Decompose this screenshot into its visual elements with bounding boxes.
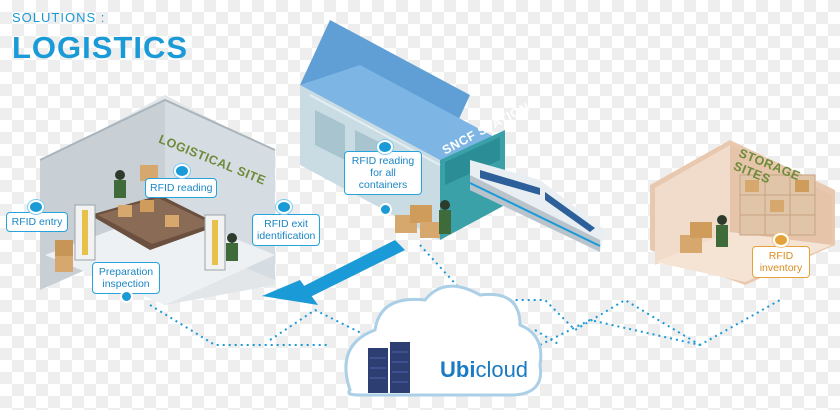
callout-containers-line2: for all bbox=[370, 167, 396, 179]
server-rack-icon bbox=[368, 342, 410, 393]
rfid-entry-pin-icon bbox=[28, 200, 44, 214]
containers-dot-icon bbox=[379, 203, 392, 216]
callout-preparation-line1: Preparation bbox=[98, 266, 154, 278]
rfid-reading-pin-icon bbox=[174, 164, 190, 178]
solutions-subtitle: SOLUTIONS : bbox=[12, 10, 106, 25]
ubicloud-logo-light: cloud bbox=[475, 357, 529, 382]
train bbox=[469, 160, 605, 252]
callout-rfid-entry: RFID entry bbox=[6, 212, 68, 232]
callout-inventory-line2: inventory bbox=[759, 262, 803, 274]
callout-rfid-exit-line2: identification bbox=[257, 230, 316, 242]
callout-containers-line1: RFID reading bbox=[351, 155, 415, 167]
station-containers bbox=[395, 200, 451, 238]
callout-preparation-line2: inspection bbox=[102, 278, 150, 290]
callout-rfid-reading: RFID reading bbox=[145, 178, 217, 198]
logistical-site-building bbox=[39, 95, 276, 305]
ubicloud-logo-bold: Ubi bbox=[440, 357, 476, 382]
callout-rfid-containers: RFID reading for all containers bbox=[344, 151, 422, 195]
preparation-dot-icon bbox=[120, 290, 133, 303]
ubicloud-logo: Ubicloud bbox=[440, 357, 528, 383]
callout-rfid-entry-text: RFID entry bbox=[11, 216, 63, 228]
rfid-containers-pin-icon bbox=[377, 140, 393, 154]
page-title: LOGISTICS bbox=[12, 30, 189, 65]
callout-inventory-line1: RFID bbox=[768, 250, 794, 262]
callout-rfid-exit-line1: RFID exit bbox=[264, 218, 308, 230]
callout-rfid-exit: RFID exit identification bbox=[252, 214, 320, 246]
callout-containers-line3: containers bbox=[358, 179, 408, 191]
rfid-inventory-pin-icon bbox=[773, 233, 789, 247]
flow-arrow bbox=[262, 240, 405, 305]
rfid-exit-pin-icon bbox=[276, 200, 292, 214]
callout-rfid-inventory: RFID inventory bbox=[752, 246, 810, 278]
callout-rfid-reading-text: RFID reading bbox=[150, 182, 213, 194]
